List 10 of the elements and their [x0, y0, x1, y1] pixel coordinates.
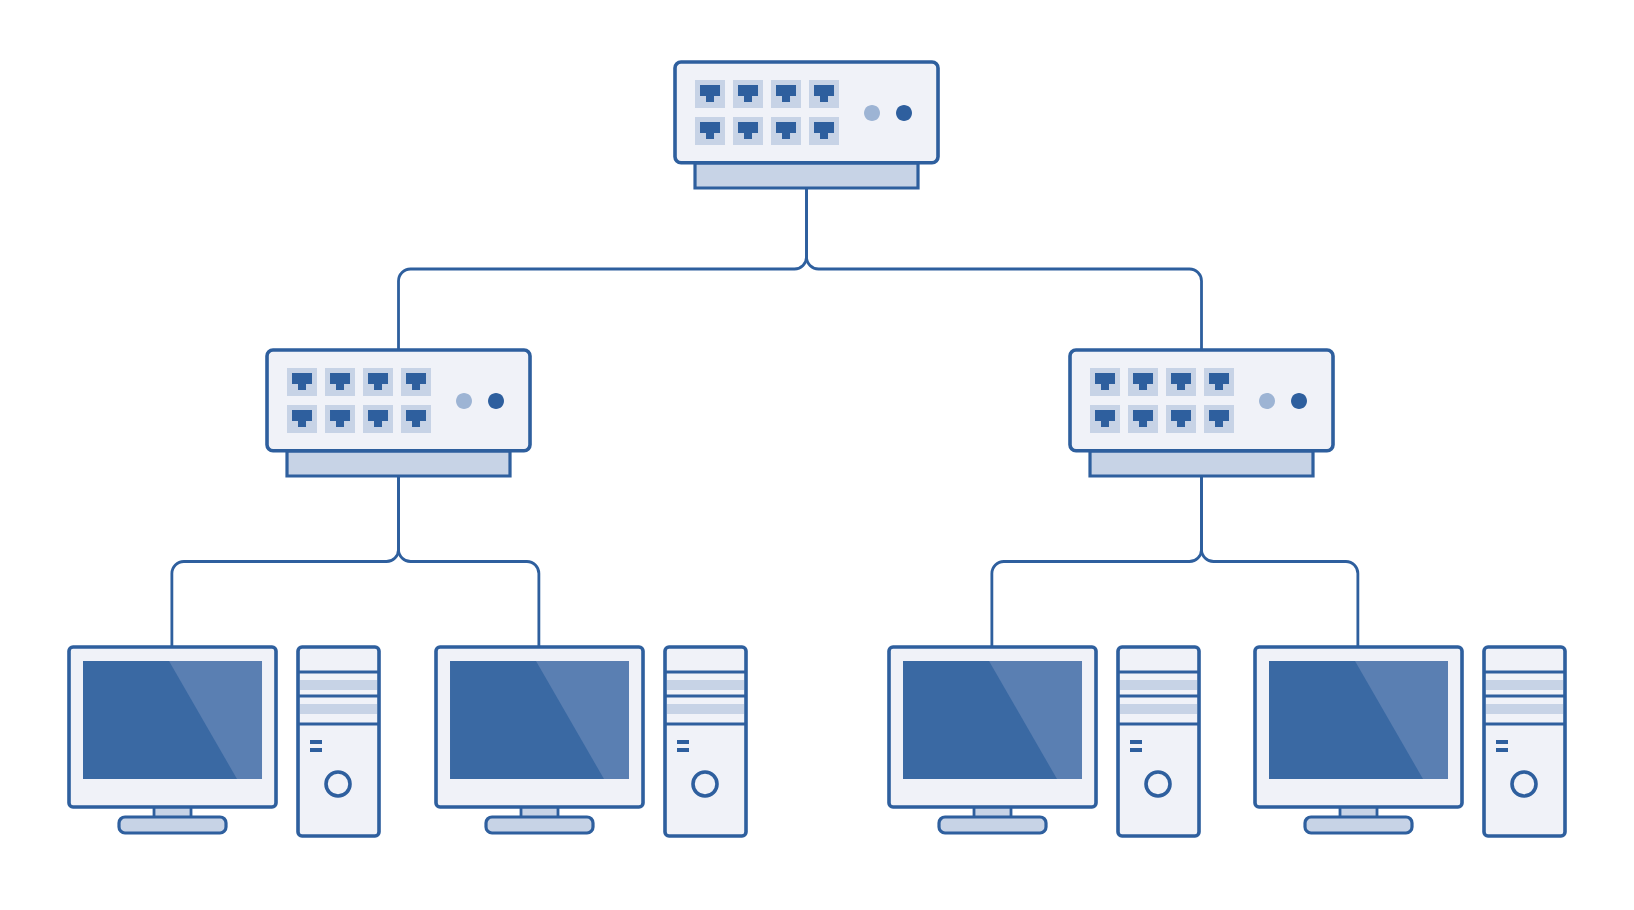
connector-line [805, 188, 1203, 350]
network-switch-drawing [265, 348, 532, 478]
desktop-computer-drawing [887, 645, 1201, 838]
desktop-computer-drawing [434, 645, 748, 838]
connector-line [1200, 476, 1360, 647]
desktop-computer-drawing [67, 645, 381, 838]
network-switch-drawing [1068, 348, 1335, 478]
desktop-computer-drawing [1253, 645, 1567, 838]
network-switch-drawing [673, 60, 940, 190]
connector-line [397, 476, 541, 647]
